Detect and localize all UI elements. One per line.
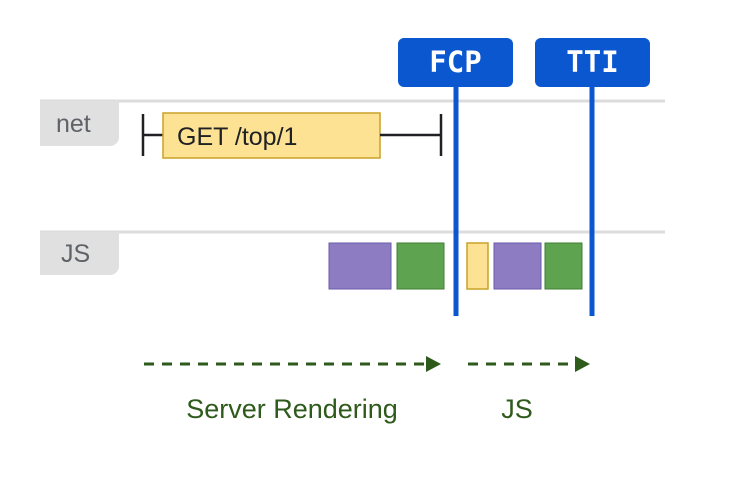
- js-task-render-2: [544, 242, 583, 290]
- net-row-label-text: net: [56, 110, 91, 138]
- server-rendering-arrow: [144, 356, 441, 372]
- tti-marker-label: TTI: [566, 45, 618, 79]
- js-row-label-text: JS: [61, 240, 90, 268]
- fcp-marker-label: FCP: [429, 45, 481, 79]
- fcp-marker-badge: [398, 38, 513, 87]
- js-tasks: [328, 242, 583, 290]
- net-row-label: net: [40, 101, 119, 146]
- js-task-script-1: [328, 242, 392, 290]
- js-phase-arrow: [468, 356, 590, 372]
- tti-marker: TTI: [535, 38, 650, 316]
- js-task-script-2: [493, 242, 542, 290]
- network-request: GET /top/1: [141, 112, 443, 159]
- server-rendering-label: Server Rendering: [186, 394, 398, 424]
- js-task-render-1: [396, 242, 445, 290]
- fcp-marker: FCP: [398, 38, 513, 316]
- js-row-label: JS: [40, 232, 119, 275]
- tti-marker-badge: [535, 38, 650, 87]
- request-label: GET /top/1: [177, 123, 297, 151]
- js-task-network: [466, 242, 489, 290]
- request-box: [162, 112, 381, 159]
- js-phase-label: JS: [501, 394, 533, 424]
